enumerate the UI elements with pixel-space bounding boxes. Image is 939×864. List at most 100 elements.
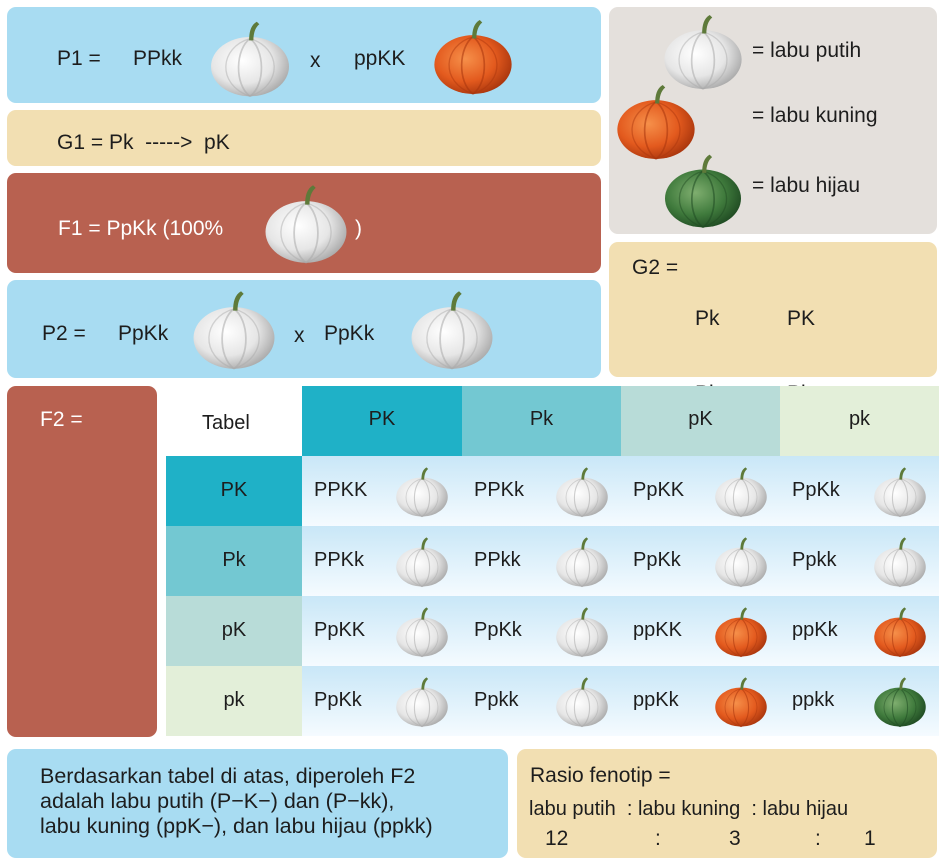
orange-pumpkin-icon xyxy=(431,17,515,97)
white-pumpkin-icon xyxy=(554,675,610,729)
column-header-label: Pk xyxy=(529,408,554,430)
f2-panel: F2 = xyxy=(7,386,157,737)
p1-cross-sign: x xyxy=(310,49,321,72)
legend-orange-text: = labu kuning xyxy=(752,104,878,127)
genotype-label: Ppkk xyxy=(792,549,837,571)
f1-panel: F1 = PpKk (100% ) xyxy=(7,173,601,273)
genotype-label: PpKk xyxy=(314,689,362,711)
conclusion-text: Berdasarkan tabel di atas, diperoleh F2 … xyxy=(40,764,433,839)
table-cell: PPKk xyxy=(302,526,462,596)
table-cell: PpKk xyxy=(302,666,462,736)
g2-label: G2 = xyxy=(632,256,679,279)
p1-genotype-b: ppKK xyxy=(354,47,406,70)
ratio-title: Rasio fenotip = xyxy=(530,764,671,787)
table-cell: Ppkk xyxy=(462,666,621,736)
green-pumpkin-icon xyxy=(659,153,747,229)
white-pumpkin-icon xyxy=(394,605,450,659)
table-cell: PPKk xyxy=(462,456,621,526)
g2-gamete: PK xyxy=(787,307,816,330)
p1-genotype-a: PPkk xyxy=(133,47,183,70)
row-header-label: pk xyxy=(223,689,245,711)
table-cell: PPkk xyxy=(462,526,621,596)
genotype-label: Ppkk xyxy=(474,689,519,711)
genotype-label: ppKk xyxy=(633,689,679,711)
g1-text: G1 = Pk -----> pK xyxy=(57,131,230,154)
column-header-label: pk xyxy=(848,408,871,430)
white-pumpkin-icon xyxy=(554,465,610,519)
column-header-label: pK xyxy=(688,408,713,430)
genotype-label: PpKK xyxy=(633,479,685,501)
table-cell: PPKK xyxy=(302,456,462,526)
genotype-label: PPKk xyxy=(474,479,525,501)
p2-genotype-a: PpKk xyxy=(118,322,169,345)
table-cell: PpKk xyxy=(462,596,621,666)
white-pumpkin-icon xyxy=(713,465,769,519)
p1-panel: P1 = PPkk x ppKK xyxy=(7,7,601,103)
white-pumpkin-icon xyxy=(554,605,610,659)
p2-genotype-b: PpKk xyxy=(324,322,375,345)
ratio-panel: Rasio fenotip = labu putih : labu kuning… xyxy=(517,749,937,858)
ratio-value-orange: 3 xyxy=(729,827,741,850)
genotype-label: PPKk xyxy=(314,549,365,571)
orange-pumpkin-icon xyxy=(614,81,698,163)
white-pumpkin-icon xyxy=(713,535,769,589)
column-header-label: PK xyxy=(368,408,396,430)
white-pumpkin-icon xyxy=(872,535,928,589)
p2-cross-sign: x xyxy=(294,324,305,347)
table-cell: ppKK xyxy=(621,596,780,666)
genotype-label: PpKk xyxy=(792,479,840,501)
white-pumpkin-icon xyxy=(190,288,278,372)
ratio-header: labu putih : labu kuning : labu hijau xyxy=(529,798,849,820)
genotype-label: PPKK xyxy=(314,479,368,501)
ratio-separator: : xyxy=(815,827,821,850)
conclusion-line: adalah labu putih (P−K−) dan (P−kk), xyxy=(40,789,395,813)
table-cell: ppKk xyxy=(780,596,939,666)
table-cell: ppKk xyxy=(621,666,780,736)
genotype-label: ppKK xyxy=(633,619,682,641)
white-pumpkin-icon xyxy=(394,535,450,589)
table-cell: PpKK xyxy=(302,596,462,666)
row-header: pk xyxy=(166,666,302,736)
orange-pumpkin-icon xyxy=(713,675,769,729)
white-pumpkin-icon xyxy=(554,535,610,589)
white-pumpkin-icon xyxy=(661,11,745,93)
orange-pumpkin-icon xyxy=(713,605,769,659)
white-pumpkin-icon xyxy=(394,675,450,729)
g2-gamete: Pk xyxy=(695,307,720,330)
legend-green-text: = labu hijau xyxy=(752,174,861,197)
white-pumpkin-icon xyxy=(206,20,294,98)
genotype-label: PpKk xyxy=(474,619,522,641)
ratio-separator: : xyxy=(655,827,661,850)
ratio-value-white: 12 xyxy=(545,827,569,850)
ratio-value-green: 1 xyxy=(864,827,876,850)
f1-suffix: ) xyxy=(355,217,362,240)
legend-panel: = labu putih = labu kuning xyxy=(609,7,937,234)
table-cell: PpKk xyxy=(780,456,939,526)
orange-pumpkin-icon xyxy=(872,605,928,659)
p1-label: P1 = xyxy=(57,47,101,70)
row-header-label: Pk xyxy=(222,549,246,571)
legend-white-text: = labu putih xyxy=(752,39,862,62)
p2-panel: P2 = PpKk x PpKk xyxy=(7,280,601,378)
column-header: pk xyxy=(780,386,939,456)
column-header: PK xyxy=(302,386,462,456)
conclusion-line: labu kuning (ppK−), dan labu hijau (ppkk… xyxy=(40,814,433,838)
row-header: pK xyxy=(166,596,302,666)
white-pumpkin-icon xyxy=(262,183,350,265)
table-cell: PpKK xyxy=(621,456,780,526)
row-header: Pk xyxy=(166,526,302,596)
row-header-label: pK xyxy=(221,619,247,641)
f1-text: F1 = PpKk (100% xyxy=(58,217,224,240)
g1-panel: G1 = Pk -----> pK xyxy=(7,110,601,166)
genotype-label: PpKK xyxy=(314,619,366,641)
genotype-label: PpKk xyxy=(633,549,681,571)
row-header: PK xyxy=(166,456,302,526)
white-pumpkin-icon xyxy=(408,288,496,372)
white-pumpkin-icon xyxy=(394,465,450,519)
genotype-label: ppkk xyxy=(792,689,835,711)
conclusion-line: Berdasarkan tabel di atas, diperoleh F2 xyxy=(40,764,416,788)
genotype-label: PPkk xyxy=(474,549,521,571)
column-header: pK xyxy=(621,386,780,456)
conclusion-panel: Berdasarkan tabel di atas, diperoleh F2 … xyxy=(7,749,508,858)
